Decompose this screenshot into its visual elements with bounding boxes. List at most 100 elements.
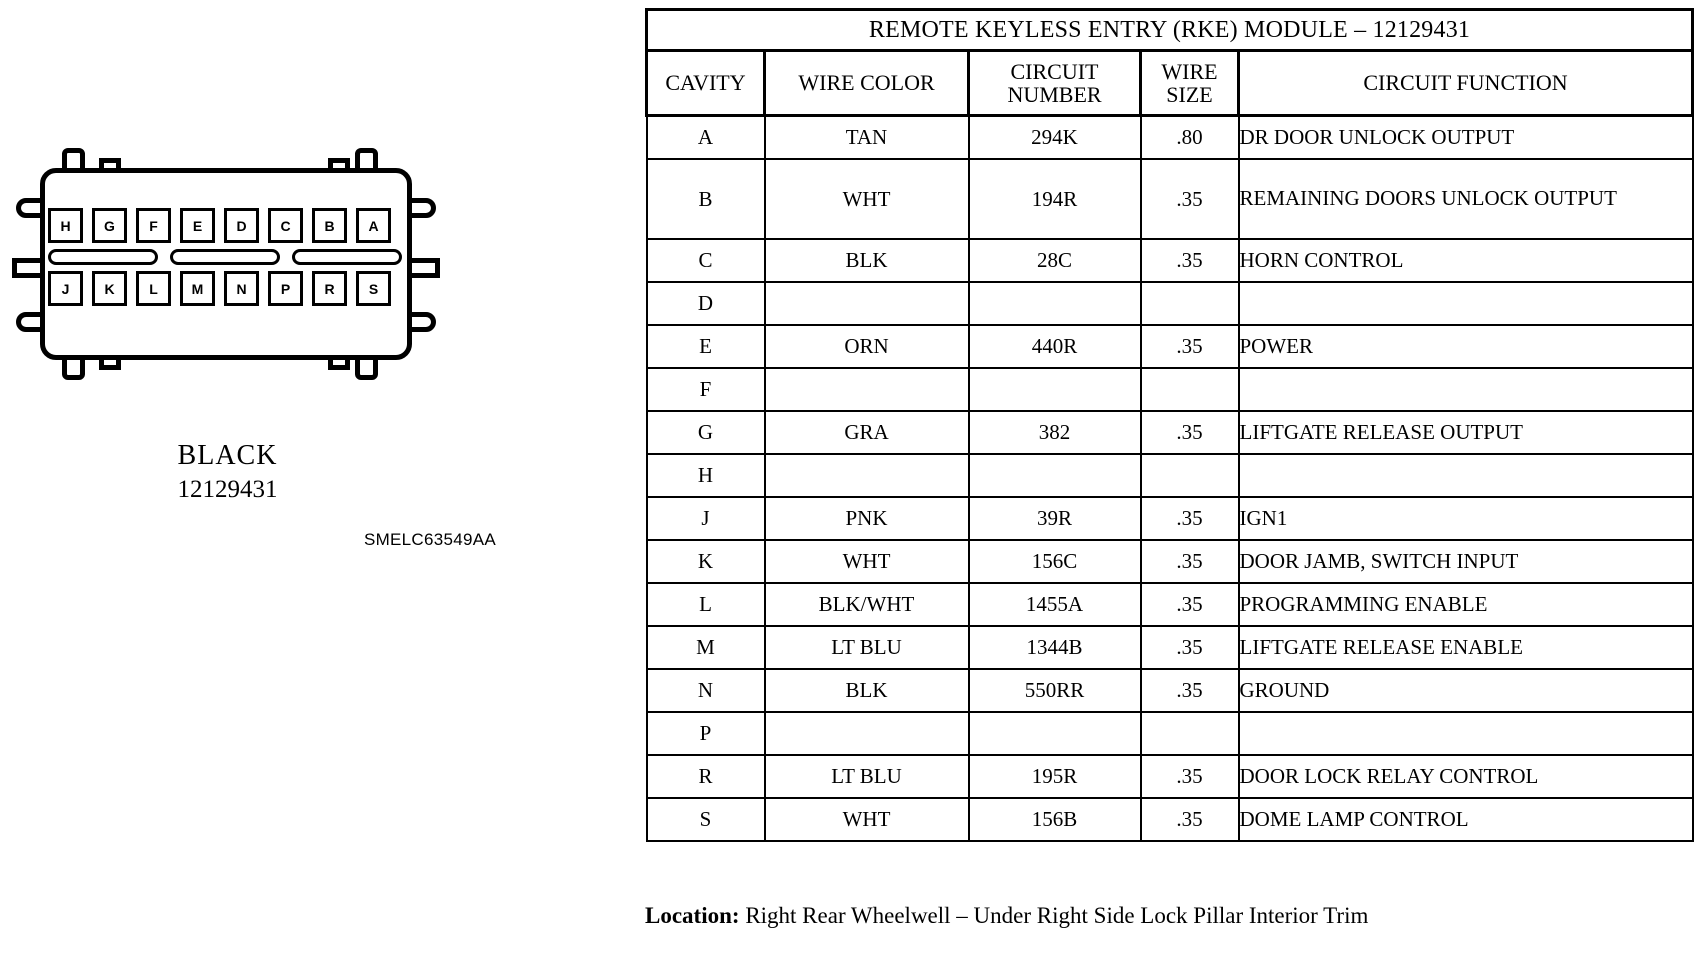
cell-circuit-number: 1455A: [967, 582, 1142, 627]
rke-module-table-panel: REMOTE KEYLESS ENTRY (RKE) MODULE – 1212…: [645, 8, 1694, 842]
connector-slot-left: [48, 249, 158, 265]
cell-circuit-function: PROGRAMMING ENABLE: [1237, 582, 1694, 627]
cell-cavity: K: [645, 539, 766, 584]
cell-wire-color: WHT: [763, 158, 970, 240]
cell-wire-color: WHT: [763, 797, 970, 842]
cell-circuit-function: [1237, 453, 1694, 498]
cell-circuit-function: DOME LAMP CONTROL: [1237, 797, 1694, 842]
table-head: REMOTE KEYLESS ENTRY (RKE) MODULE – 1212…: [645, 8, 1694, 117]
cell-wire-color: [763, 367, 970, 412]
cell-cavity: R: [645, 754, 766, 799]
pin-cavity-d: D: [224, 208, 259, 243]
pin-row-top: H G F E D C B A: [48, 208, 404, 243]
cell-circuit-number: 156C: [967, 539, 1142, 584]
cell-wire-color: LT BLU: [763, 625, 970, 670]
cell-wire-color: LT BLU: [763, 754, 970, 799]
location-label: Location:: [645, 903, 740, 928]
cell-cavity: H: [645, 453, 766, 498]
connector-slot-right: [292, 249, 402, 265]
table-row: H: [645, 453, 1694, 498]
connector-slot-center: [170, 249, 280, 265]
cell-circuit-number: 194R: [967, 158, 1142, 240]
cell-cavity: S: [645, 797, 766, 842]
table-row: F: [645, 367, 1694, 412]
cell-circuit-number: 382: [967, 410, 1142, 455]
cell-circuit-function: DR DOOR UNLOCK OUTPUT: [1237, 114, 1694, 160]
connector-illustration: H G F E D C B A J K L M N P R: [10, 140, 460, 405]
pin-row-bottom: J K L M N P R S: [48, 271, 404, 306]
cell-wire-size: [1139, 711, 1240, 756]
cell-circuit-function: HORN CONTROL: [1237, 238, 1694, 283]
cell-circuit-number: 195R: [967, 754, 1142, 799]
cell-circuit-function: REMAINING DOORS UNLOCK OUTPUT: [1237, 158, 1694, 240]
cell-wire-size: .35: [1139, 496, 1240, 541]
cell-circuit-function: [1237, 711, 1694, 756]
cell-wire-color: [763, 281, 970, 326]
pin-cavity-s: S: [356, 271, 391, 306]
connector-color-label: BLACK: [177, 440, 278, 471]
connector-part-number: 12129431: [177, 476, 278, 503]
cell-wire-color: [763, 711, 970, 756]
column-header-cavity: CAVITY: [645, 49, 766, 117]
cell-cavity: A: [645, 114, 766, 160]
column-header-wire-color: WIRE COLOR: [763, 49, 970, 117]
table-title-row: REMOTE KEYLESS ENTRY (RKE) MODULE – 1212…: [645, 8, 1694, 52]
cell-circuit-function: GROUND: [1237, 668, 1694, 713]
cell-wire-size: .80: [1139, 114, 1240, 160]
cell-wire-size: .35: [1139, 582, 1240, 627]
cell-wire-size: [1139, 453, 1240, 498]
column-header-wire-size: WIRE SIZE: [1139, 49, 1240, 117]
pin-cavity-m: M: [180, 271, 215, 306]
cell-cavity: F: [645, 367, 766, 412]
pin-cavity-h: H: [48, 208, 83, 243]
cell-cavity: P: [645, 711, 766, 756]
cell-wire-size: .35: [1139, 410, 1240, 455]
pin-cavity-f: F: [136, 208, 171, 243]
cell-wire-size: .35: [1139, 158, 1240, 240]
pin-cavity-g: G: [92, 208, 127, 243]
cell-wire-size: .35: [1139, 238, 1240, 283]
cell-wire-color: [763, 453, 970, 498]
pin-cavity-k: K: [92, 271, 127, 306]
pin-cavity-r: R: [312, 271, 347, 306]
cell-wire-size: .35: [1139, 625, 1240, 670]
cell-wire-color: BLK/WHT: [763, 582, 970, 627]
cell-circuit-number: [967, 711, 1142, 756]
cell-circuit-number: 1344B: [967, 625, 1142, 670]
cell-circuit-number: [967, 367, 1142, 412]
cell-circuit-number: 28C: [967, 238, 1142, 283]
cell-cavity: N: [645, 668, 766, 713]
cell-circuit-function: LIFTGATE RELEASE ENABLE: [1237, 625, 1694, 670]
pin-cavity-l: L: [136, 271, 171, 306]
table-row: D: [645, 281, 1694, 326]
cell-circuit-function: [1237, 281, 1694, 326]
cell-wire-size: .35: [1139, 754, 1240, 799]
cell-circuit-number: 550RR: [967, 668, 1142, 713]
pin-cavity-c: C: [268, 208, 303, 243]
cell-wire-color: BLK: [763, 668, 970, 713]
table-header-row: CAVITY WIRE COLOR CIRCUIT NUMBER WIRE SI…: [645, 49, 1694, 117]
connector-pin-grid: H G F E D C B A J K L M N P R: [48, 208, 404, 306]
connector-slot-row: [48, 249, 404, 265]
cell-cavity: M: [645, 625, 766, 670]
table-title: REMOTE KEYLESS ENTRY (RKE) MODULE – 1212…: [645, 8, 1694, 52]
pin-cavity-a: A: [356, 208, 391, 243]
cell-circuit-number: 440R: [967, 324, 1142, 369]
cell-wire-size: .35: [1139, 539, 1240, 584]
cell-wire-color: TAN: [763, 114, 970, 160]
column-header-circuit-function: CIRCUIT FUNCTION: [1237, 49, 1694, 117]
cell-cavity: D: [645, 281, 766, 326]
cell-circuit-number: 294K: [967, 114, 1142, 160]
cell-wire-size: .35: [1139, 797, 1240, 842]
cell-circuit-number: [967, 281, 1142, 326]
cell-wire-size: .35: [1139, 668, 1240, 713]
pin-cavity-b: B: [312, 208, 347, 243]
cell-cavity: L: [645, 582, 766, 627]
